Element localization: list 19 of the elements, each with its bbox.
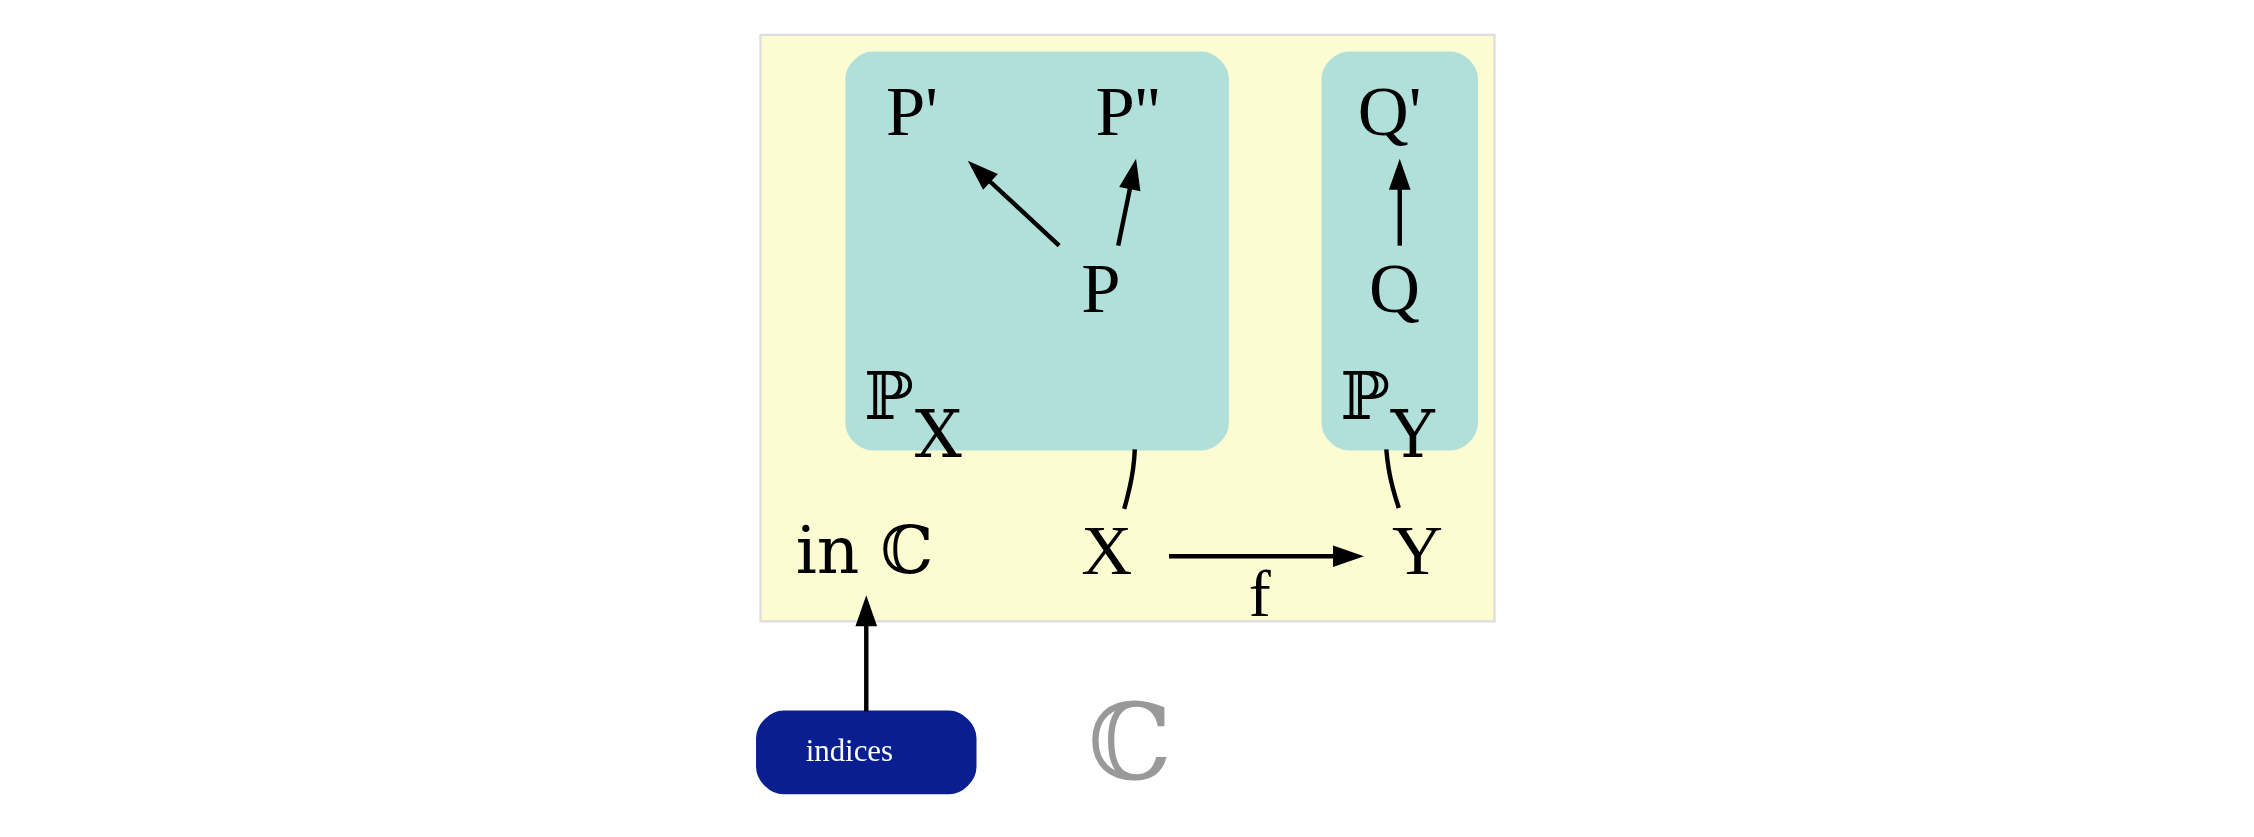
node-text: P'' [1095,72,1160,151]
arrow [1115,158,1140,247]
node-box: indices [755,710,976,795]
node-text: Q [1368,248,1420,327]
node-text: in ℂ [795,511,933,589]
node-text: Q' [1357,72,1422,151]
label: ℂ [1087,680,1172,804]
connector [1121,449,1137,510]
node-text: X [1080,511,1132,590]
node-text: Y [1391,511,1443,590]
arrow [967,160,1061,248]
node-text: P' [885,72,938,151]
arrow [854,595,877,712]
arrow [1388,158,1411,246]
connector [1383,449,1401,509]
node-text: P [1080,248,1120,327]
edge-label: f [1248,556,1271,630]
cluster [758,33,1496,623]
arrow [1168,545,1364,568]
